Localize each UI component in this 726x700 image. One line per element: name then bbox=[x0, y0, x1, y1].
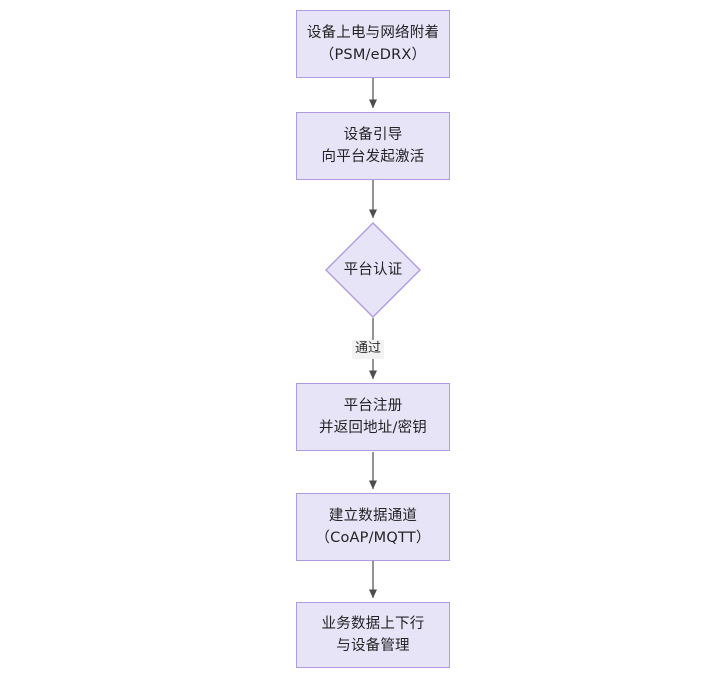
node-label: 设备上电与网络附着 （PSM/eDRX） bbox=[306, 24, 440, 63]
node-label: 业务数据上下行 与设备管理 bbox=[321, 615, 425, 654]
node-establish-data-channel[interactable]: 建立数据通道 （CoAP/MQTT） bbox=[296, 493, 450, 561]
edge-label-text: 通过 bbox=[355, 341, 382, 356]
node-device-power-on[interactable]: 设备上电与网络附着 （PSM/eDRX） bbox=[296, 10, 450, 78]
node-device-bootstrap[interactable]: 设备引导 向平台发起激活 bbox=[296, 112, 450, 180]
diamond-shape-icon bbox=[325, 222, 421, 318]
node-platform-authentication[interactable]: 平台认证 bbox=[325, 222, 421, 318]
edge-label-pass: 通过 bbox=[352, 340, 385, 359]
node-label: 平台注册 并返回地址/密钥 bbox=[319, 397, 427, 436]
node-label: 设备引导 向平台发起激活 bbox=[321, 126, 425, 165]
node-business-data-and-device-management[interactable]: 业务数据上下行 与设备管理 bbox=[296, 602, 450, 668]
node-label: 平台认证 bbox=[343, 261, 403, 278]
node-platform-registration[interactable]: 平台注册 并返回地址/密钥 bbox=[296, 383, 450, 451]
node-label: 建立数据通道 （CoAP/MQTT） bbox=[315, 507, 431, 546]
